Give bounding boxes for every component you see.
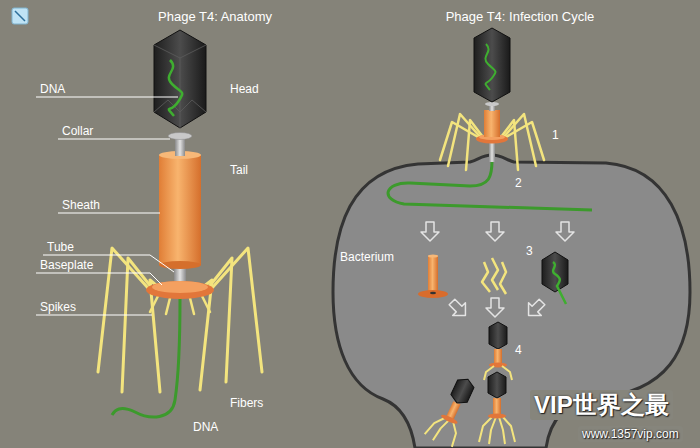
tail-sheath [494,349,502,364]
injected-dna [112,298,180,417]
collar-disk [485,102,499,106]
baseplate [440,413,458,425]
fiber [212,248,262,372]
part-label: DNA [40,82,65,96]
hollow-arrow [522,296,548,322]
tail-sheath [159,155,201,265]
fiber [122,258,156,392]
released-phage [479,372,515,444]
part-label: Tube [47,240,74,254]
part-label: Spikes [40,300,76,314]
hollow-arrow [446,296,472,322]
new-fibers [482,258,506,294]
watermark: www.1357vip.com [578,426,683,442]
fiber [466,120,486,170]
callout-number: 4 [515,343,522,357]
facet-line [154,100,206,112]
callout-number: 1 [552,128,559,142]
leader-line [58,139,170,140]
fiber [499,417,505,444]
fiber [489,417,496,444]
baseplate [146,281,214,299]
phage-anatomy [98,30,262,417]
app-icon [12,8,28,24]
spike [190,298,194,314]
facet-line [154,45,206,58]
sheath-bottom [159,261,201,269]
spike [166,298,170,314]
new-head [542,252,568,304]
fiber [443,421,462,447]
part-label: Sheath [62,198,100,212]
part-label: DNA [193,420,218,434]
capsid-facets [154,45,206,128]
hollow-arrow [486,298,504,317]
capsid-head [542,252,568,292]
tail-sheath [484,110,500,137]
part-label: Baseplate [40,258,93,272]
callout-number: 3 [526,244,533,258]
bacterium-wall [333,155,690,448]
fiber [502,416,515,442]
fiber [482,262,490,292]
part-label: Fibers [230,396,263,410]
released-phage [424,373,481,448]
leader-line [58,213,160,214]
fiber [500,262,506,294]
icon-frame [12,8,28,24]
hollow-arrow [421,222,439,241]
icon-stroke [15,11,25,21]
fiber [440,122,478,160]
infection-cycle-illustration [333,28,690,448]
tail-fibers [479,416,515,444]
panel-title: Phage T4: Anatomy [158,9,272,24]
hollow-arrow [486,222,504,241]
part-label: Head [230,82,259,96]
hollow-arrow [556,222,574,241]
panel-title: Phage T4: Infection Cycle [446,9,595,24]
spike [202,296,210,312]
packed-dna [485,44,495,90]
baseplate [488,414,506,419]
leader-line [36,97,178,98]
capsid-head [449,376,476,407]
baseplate [418,290,448,298]
packing-dna [553,262,566,304]
callout-number: 2 [515,176,522,190]
fiber [506,122,544,160]
capsid-head [489,322,507,349]
attached-phage [440,28,544,170]
watermark: VIP世界之最 [530,390,673,420]
packed-dna [169,60,182,116]
process-arrows [421,222,574,322]
tail-sheath [493,398,501,415]
sheath-top [428,255,438,258]
collar-disk [168,133,192,140]
fiber [492,258,498,290]
viral-dna [388,160,592,210]
spike [150,296,158,312]
assembled-phage [484,322,512,380]
fiber [498,120,518,170]
leader-line [36,273,162,285]
capsid-head [154,30,206,128]
cell-label: Bacterium [340,250,394,264]
leader-line [36,315,152,316]
fiber [433,418,449,443]
baseplate-hole [430,292,436,294]
leader-lines [36,97,178,315]
tail-sheath [428,256,438,292]
part-label: Tail [230,163,248,177]
capsid-head [488,372,506,398]
facet-line [180,58,181,128]
capsid-head [474,28,510,102]
tail-fibers [424,412,462,448]
part-label: Collar [62,124,93,138]
new-tail-part [418,255,448,299]
